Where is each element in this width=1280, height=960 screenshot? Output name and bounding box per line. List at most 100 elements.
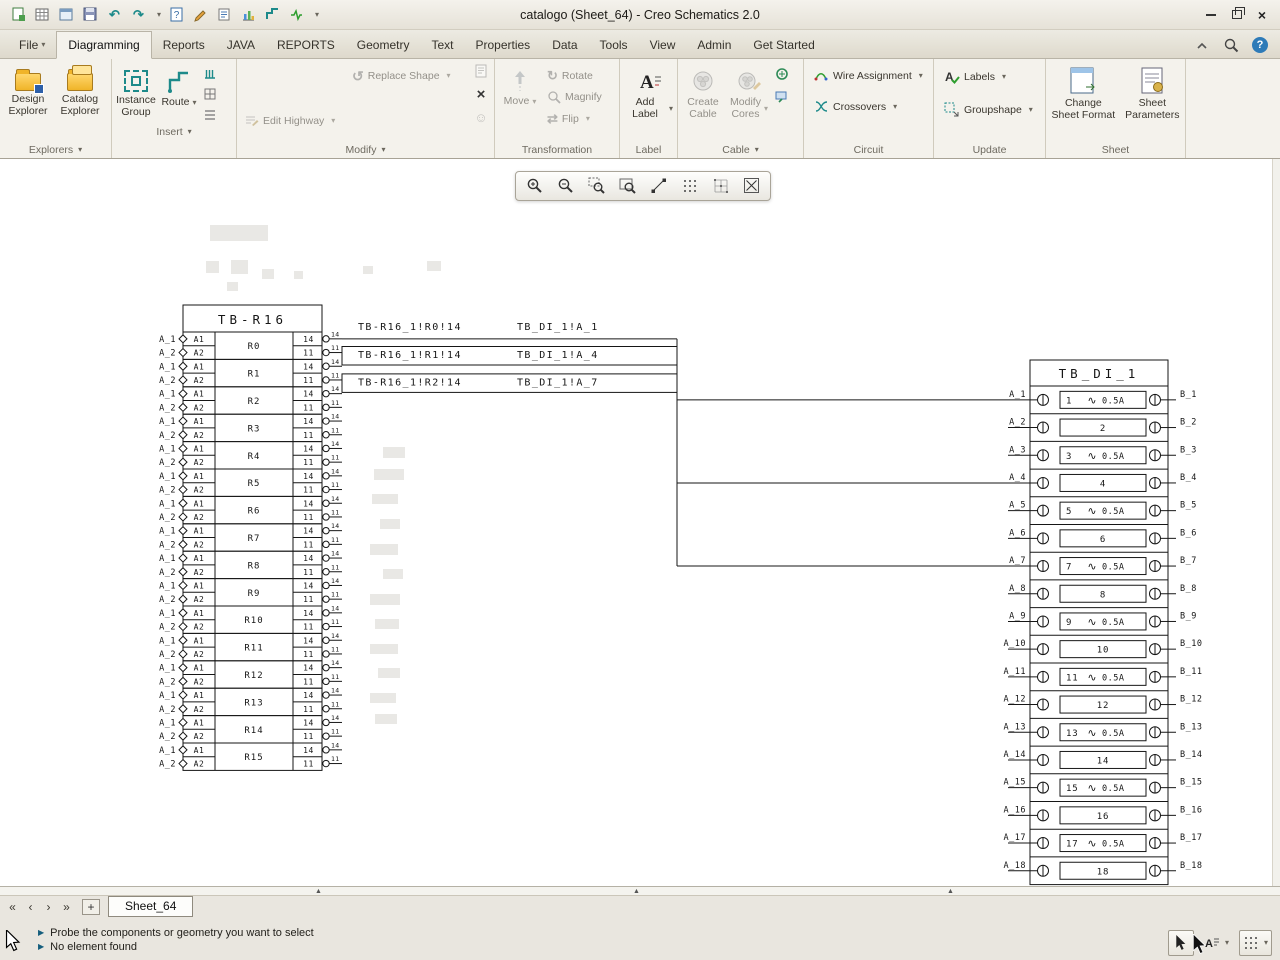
svg-text:A1: A1 [194,499,205,508]
tab-file[interactable]: File▾ [8,32,56,58]
schematic-drawing[interactable]: TB-R16A1A2R01411A_1A_21411A1A2R11411A_1A… [0,159,1280,886]
chart-icon[interactable] [240,6,257,23]
modify-cores-button[interactable]: Modify Cores▾ [727,63,771,123]
svg-text:B_15: B_15 [1180,778,1202,788]
minimize-ribbon-icon[interactable] [1194,38,1210,52]
svg-text:11: 11 [303,732,314,741]
instance-group-button[interactable]: Instance Group [115,63,157,121]
flip-button[interactable]: ⇄Flip▾ [547,111,590,126]
group-label-transformation[interactable]: Transformation [521,143,593,156]
help-doc-icon[interactable]: ? [168,6,185,23]
group-label-insert[interactable]: Insert▾ [156,125,192,138]
snap-settings-button[interactable]: ▾ [1238,930,1272,956]
zoom-extents-icon[interactable] [613,174,642,198]
text-select-tool-button[interactable]: A▾ [1200,930,1233,956]
tab-get-started[interactable]: Get Started [742,32,825,58]
vertical-scrollbar[interactable] [1272,159,1280,886]
last-sheet-button[interactable]: » [63,899,70,914]
wire-check-icon[interactable] [288,6,305,23]
tab-reports[interactable]: REPORTS [266,32,346,58]
horizontal-scrollbar[interactable]: ▲ ▲ ▲ [0,886,1280,895]
cable-connect-icon[interactable] [773,66,791,82]
edit-highway-button[interactable]: Edit Highway ▾ [241,111,338,130]
insert-grid-icon[interactable] [201,86,219,102]
cable-report-icon[interactable] [773,88,791,104]
window-icon[interactable] [58,6,75,23]
groupshape-button[interactable]: Groupshape ▾ [941,100,1036,119]
group-label-circuit[interactable]: Circuit [853,143,884,156]
crossovers-button[interactable]: Crossovers ▾ [811,98,926,115]
wire-assignment-button[interactable]: Wire Assignment ▾ [811,67,926,84]
magnify-button[interactable]: Magnify [544,88,605,106]
tab-properties[interactable]: Properties [464,32,541,58]
group-label-sheet[interactable]: Sheet [1101,143,1130,156]
next-sheet-button[interactable]: › [46,899,51,914]
tab-reports[interactable]: Reports [152,32,216,58]
splitter-arrow-icon[interactable]: ▲ [633,888,640,895]
minimize-icon[interactable] [1205,13,1216,16]
tab-admin[interactable]: Admin [686,32,742,58]
modify-document-icon[interactable] [472,63,490,79]
redo-dropdown-arrow-icon[interactable]: ▾ [157,9,162,19]
design-explorer-button[interactable]: Design Explorer [3,63,53,120]
measure-icon[interactable] [644,174,673,198]
add-label-button[interactable]: A Add Label▾ [623,63,674,123]
sheet-parameters-button[interactable]: Sheet Parameters [1124,63,1180,124]
tb-r16-block[interactable]: TB-R16A1A2R01411A_1A_21411A1A2R11411A_1A… [159,304,342,771]
catalog-explorer-button[interactable]: Catalog Explorer [55,63,105,120]
highway-icon[interactable] [264,6,281,23]
tab-text[interactable]: Text [420,32,464,58]
tab-view[interactable]: View [639,32,687,58]
replace-shape-button[interactable]: ↺ Replace Shape ▾ [352,68,451,84]
splitter-arrow-icon[interactable]: ▲ [315,888,322,895]
group-label-explorers[interactable]: Explorers▾ [28,143,83,156]
insert-rows-icon[interactable] [201,107,219,123]
markup-icon[interactable] [192,6,209,23]
group-label-cable[interactable]: Cable▾ [722,143,759,156]
rotate-button[interactable]: ↻Rotate [547,68,593,83]
command-search-icon[interactable] [1223,37,1239,53]
add-sheet-button[interactable]: + [82,898,100,915]
close-icon[interactable]: × [1257,6,1266,23]
new-icon[interactable] [10,6,27,23]
first-sheet-button[interactable]: « [9,899,16,914]
change-sheet-format-button[interactable]: Change Sheet Format [1051,63,1117,124]
svg-text:14: 14 [303,527,314,536]
splitter-arrow-icon[interactable]: ▲ [947,888,954,895]
create-cable-button[interactable]: Create Cable [681,63,725,123]
previous-sheet-button[interactable]: ‹ [28,899,33,914]
grid-snap-icon[interactable] [675,174,704,198]
zoom-out-icon[interactable] [551,174,580,198]
delete-x-icon[interactable]: × [476,85,486,103]
insert-comb-icon[interactable] [201,65,219,81]
restore-icon[interactable] [1231,7,1245,19]
group-label-modify[interactable]: Modify▾ [345,143,386,156]
sheet-tab-active[interactable]: Sheet_64 [108,896,194,917]
save-icon[interactable] [82,6,99,23]
report-icon[interactable] [216,6,233,23]
zoom-in-icon[interactable] [520,174,549,198]
redo-icon[interactable]: ↷ [133,7,144,22]
tab-diagramming[interactable]: Diagramming [56,31,152,59]
face-icon[interactable]: ☺ [474,109,488,125]
help-icon[interactable]: ? [1252,37,1268,53]
group-label-label[interactable]: Label [635,143,662,156]
tab-geometry[interactable]: Geometry [346,32,421,58]
zoom-selected-icon[interactable] [582,174,611,198]
tab-java[interactable]: JAVA [216,32,266,58]
route-button[interactable]: Route▾ [159,63,199,111]
tab-data[interactable]: Data [541,32,588,58]
group-label-update[interactable]: Update [972,143,1007,156]
undo-icon[interactable]: ↶ [109,7,120,22]
select-tool-button[interactable] [1167,930,1194,956]
tab-tools[interactable]: Tools [589,32,639,58]
crossings-icon[interactable] [737,174,766,198]
table-icon[interactable] [34,6,51,23]
grid-display-icon[interactable] [706,174,735,198]
move-button[interactable]: Move▾ [498,63,542,110]
update-labels-button[interactable]: A Labels ▾ [945,70,1006,84]
qat-more-arrow-icon[interactable]: ▾ [315,9,320,19]
